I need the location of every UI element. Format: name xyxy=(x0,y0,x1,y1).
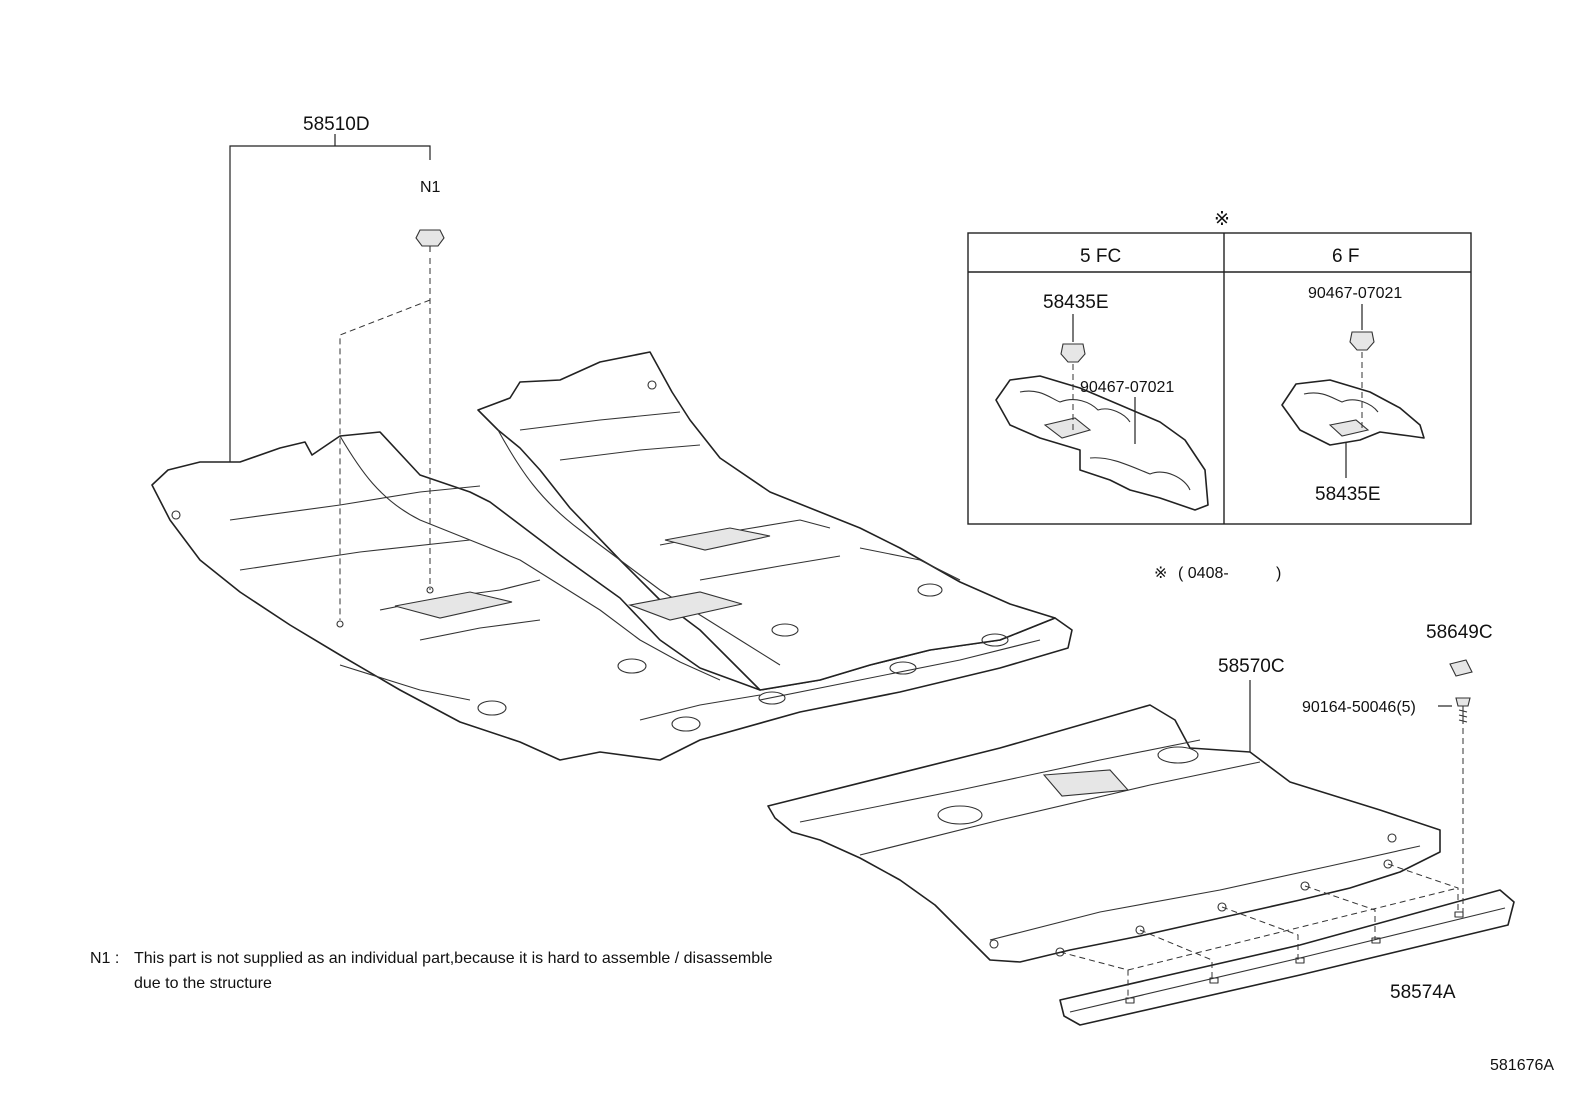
callout-floor-carpet-front: 58510D xyxy=(303,114,370,135)
inset-left-console-tray xyxy=(995,375,1209,511)
footnote-marker: N1 : xyxy=(90,950,119,967)
inset-right-clip-icon xyxy=(1349,331,1375,351)
clip-fastener-icon xyxy=(415,229,445,252)
callout-floor-carpet-rear: 58570C xyxy=(1218,656,1285,677)
callout-plug: 58649C xyxy=(1426,622,1493,643)
inset-left-clip-icon xyxy=(1060,343,1086,363)
floor-carpet-rear-illustration xyxy=(767,704,1441,963)
footnote-line-2: due to the structure xyxy=(134,975,272,992)
inset-header-5fc: 5 FC xyxy=(1080,246,1121,267)
alignment-dashes xyxy=(1059,863,1459,1000)
footnote-line-1: This part is not supplied as an individu… xyxy=(134,950,773,967)
illustration-number: 581676A xyxy=(1490,1057,1554,1074)
callout-inset-left-part: 58435E xyxy=(1043,292,1109,313)
applicability-range-start: ( 0408- xyxy=(1178,565,1229,582)
callout-note-ref: N1 xyxy=(420,179,441,196)
screw-icon xyxy=(1455,697,1471,724)
floor-carpet-front-illustration xyxy=(151,351,1073,761)
callout-inset-left-clip: 90467-07021 xyxy=(1080,379,1174,396)
inset-header-6f: 6 F xyxy=(1332,246,1359,267)
callout-inset-right-clip: 90467-07021 xyxy=(1308,285,1402,302)
callout-inset-right-part: 58435E xyxy=(1315,484,1381,505)
callout-58510d-leader xyxy=(229,134,431,462)
inset-symbol: ※ xyxy=(1214,209,1230,230)
callout-screw: 90164-50046(5) xyxy=(1302,699,1416,716)
plug-icon xyxy=(1449,659,1473,677)
inset-box xyxy=(967,232,1472,525)
rear-plate-illustration xyxy=(1059,889,1515,1026)
inset-right-console-tray xyxy=(1281,379,1425,446)
callout-rear-plate: 58574A xyxy=(1390,982,1456,1003)
applicability-range-end: ) xyxy=(1276,565,1281,582)
applicability-symbol: ※ xyxy=(1154,565,1167,582)
